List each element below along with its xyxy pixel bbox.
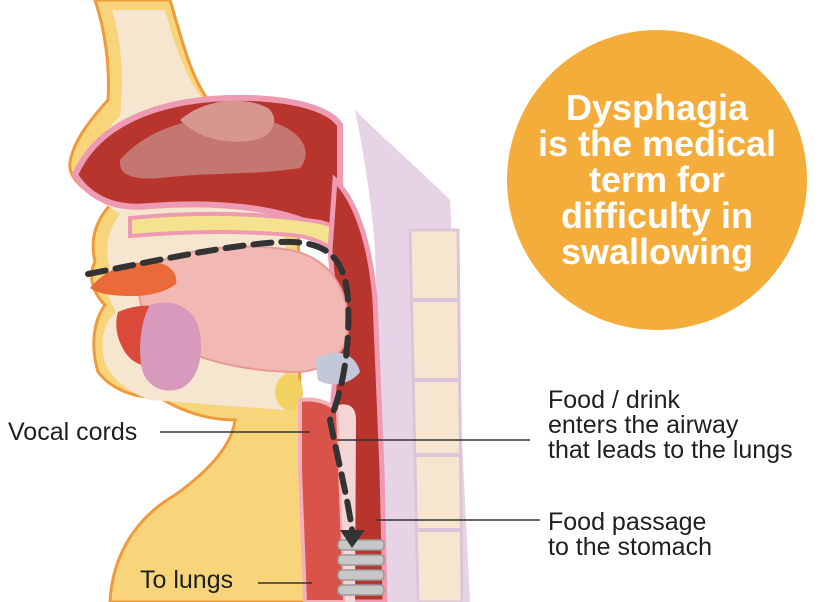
airway-label: Food / drink enters the airway that lead…: [548, 388, 823, 463]
airway-label-line: enters the airway: [548, 413, 823, 438]
callout-line: is the medical: [537, 126, 777, 162]
callout-line: term for: [537, 162, 777, 198]
airway-label-line: Food / drink: [548, 388, 823, 413]
dysphagia-definition: Dysphagia is the medical term for diffic…: [537, 90, 777, 270]
vocal-cords-label: Vocal cords: [8, 420, 137, 445]
airway-label-line: that leads to the lungs: [548, 438, 823, 463]
callout-line: difficulty in: [537, 198, 777, 234]
food-passage-label-line: Food passage: [548, 510, 808, 535]
vertebrae: [410, 230, 462, 602]
callout-line: Dysphagia: [537, 90, 777, 126]
to-lungs-label: To lungs: [140, 568, 233, 593]
food-passage-label-line: to the stomach: [548, 535, 808, 560]
dysphagia-callout: Dysphagia is the medical term for diffic…: [507, 30, 807, 330]
callout-line: swallowing: [537, 234, 777, 270]
food-passage-label: Food passage to the stomach: [548, 510, 808, 560]
jaw-tissue: [140, 302, 201, 390]
